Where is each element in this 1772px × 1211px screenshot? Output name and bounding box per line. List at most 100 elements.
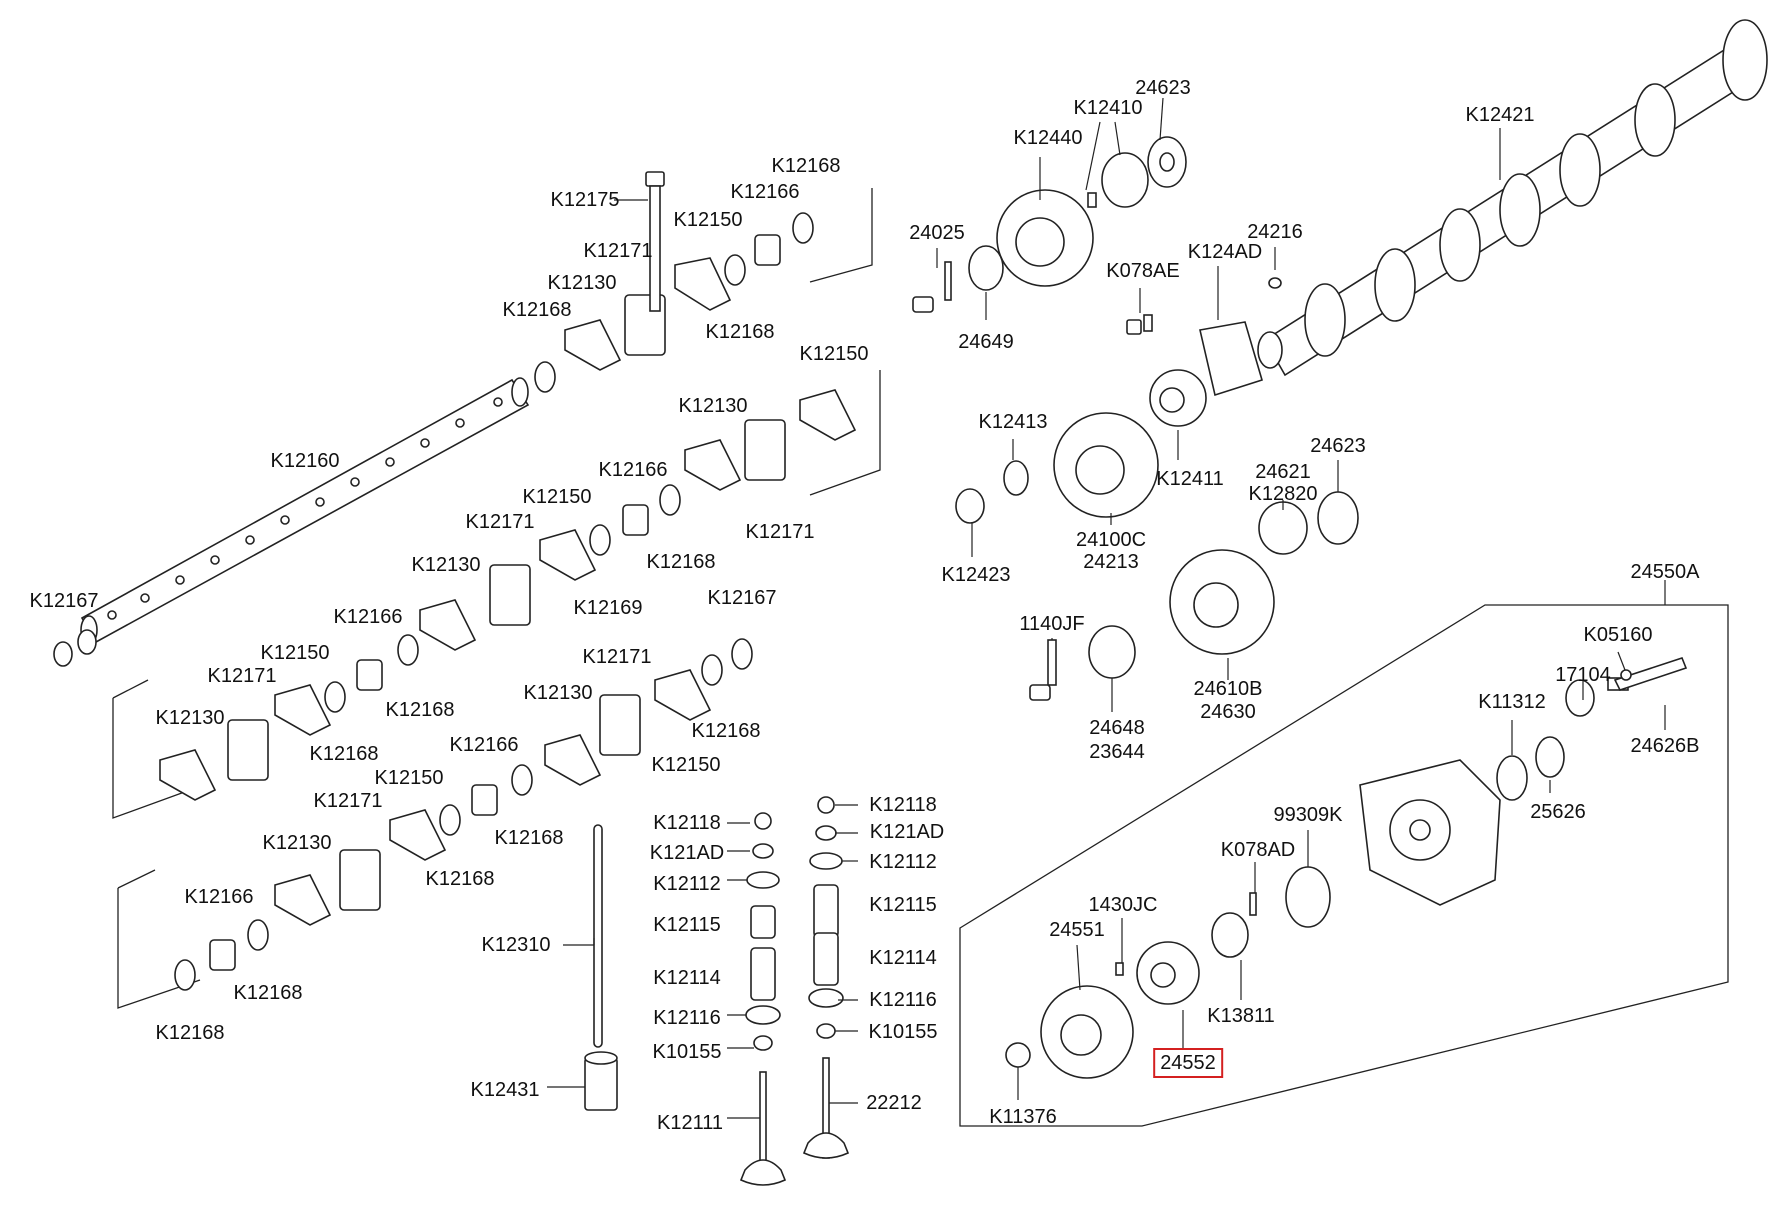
part-label-K12169[interactable]: K12169 [573,597,643,619]
part-label-K12171[interactable]: K12171 [745,521,815,543]
part-label-K12413[interactable]: K12413 [978,411,1048,433]
part-label-K12168[interactable]: K12168 [502,299,572,321]
part-label-22212[interactable]: 22212 [866,1092,922,1114]
part-label-24626B[interactable]: 24626B [1630,735,1700,757]
part-label-K11376[interactable]: K11376 [989,1106,1057,1128]
part-label-K12168[interactable]: K12168 [233,982,303,1004]
rocker-shaft[interactable] [80,377,530,645]
part-label-K12150[interactable]: K12150 [651,754,721,776]
part-label-24100C[interactable]: 24100C [1075,529,1147,551]
rocker-supports[interactable] [227,294,786,911]
part-label-24630[interactable]: 24630 [1200,701,1256,723]
part-label-K12130[interactable]: K12130 [262,832,332,854]
part-label-K12166[interactable]: K12166 [598,459,668,481]
part-label-24551[interactable]: 24551 [1049,919,1105,941]
part-label-K12115-left[interactable]: K12115 [653,914,721,936]
part-label-K12150[interactable]: K12150 [374,767,444,789]
springs-and-rings[interactable] [174,212,814,991]
part-label-K05160[interactable]: K05160 [1583,624,1653,646]
part-label-K12410[interactable]: K12410 [1073,97,1143,119]
part-label-K10155-right[interactable]: K10155 [868,1021,938,1043]
part-label-99309K[interactable]: 99309K [1273,804,1343,826]
part-label-K12116-right[interactable]: K12116 [869,989,937,1011]
part-label-25626[interactable]: 25626 [1530,801,1586,823]
part-label-K12168[interactable]: K12168 [494,827,564,849]
part-label-K078AE[interactable]: K078AE [1106,260,1180,282]
gear-housing[interactable] [1359,759,1501,906]
part-label-24552-selected[interactable]: 24552 [1153,1048,1223,1078]
part-label-24621[interactable]: 24621 [1255,461,1311,483]
part-label-K12166[interactable]: K12166 [184,886,254,908]
part-label-K121AD-right[interactable]: K121AD [869,821,945,843]
part-label-K12150[interactable]: K12150 [260,642,330,664]
part-label-17104[interactable]: 17104 [1555,664,1611,686]
part-label-K12168[interactable]: K12168 [771,155,841,177]
gears[interactable] [996,189,1275,1079]
part-label-K10155-left[interactable]: K10155 [652,1041,722,1063]
part-label-1430JC[interactable]: 1430JC [1088,894,1158,916]
part-label-24623[interactable]: 24623 [1135,77,1191,99]
part-label-K12175[interactable]: K12175 [550,189,620,211]
part-label-K12166[interactable]: K12166 [449,734,519,756]
part-label-K12820[interactable]: K12820 [1248,483,1318,505]
part-label-23644[interactable]: 23644 [1089,741,1145,763]
part-label-24610B[interactable]: 24610B [1193,678,1263,700]
part-label-K12168[interactable]: K12168 [385,699,455,721]
part-label-K12310[interactable]: K12310 [481,934,551,956]
part-label-K12168[interactable]: K12168 [646,551,716,573]
part-label-K12171[interactable]: K12171 [207,665,277,687]
part-label-K12423[interactable]: K12423 [941,564,1011,586]
part-label-K12431[interactable]: K12431 [470,1079,540,1101]
part-label-K12112-right[interactable]: K12112 [869,851,937,873]
part-label-K12112-left[interactable]: K12112 [653,873,721,895]
part-label-K12118-right[interactable]: K12118 [869,794,937,816]
part-label-K12171[interactable]: K12171 [313,790,383,812]
part-label-K12421[interactable]: K12421 [1465,104,1535,126]
part-label-K124AD[interactable]: K124AD [1187,241,1263,263]
part-label-24550A[interactable]: 24550A [1630,561,1700,583]
push-rod[interactable] [584,824,618,1111]
part-label-24216[interactable]: 24216 [1247,221,1303,243]
part-label-K12411[interactable]: K12411 [1156,468,1224,490]
part-label-K12168[interactable]: K12168 [309,743,379,765]
part-label-K12166[interactable]: K12166 [333,606,403,628]
rocker-bolt[interactable] [645,171,665,312]
part-label-K12171[interactable]: K12171 [465,511,535,533]
part-label-K12130[interactable]: K12130 [411,554,481,576]
part-label-1140JF[interactable]: 1140JF [1019,613,1085,635]
part-label-24025[interactable]: 24025 [909,222,965,244]
part-label-K12130[interactable]: K12130 [547,272,617,294]
part-label-K12160[interactable]: K12160 [270,450,340,472]
part-label-K12130[interactable]: K12130 [155,707,225,729]
part-label-K12150[interactable]: K12150 [799,343,869,365]
part-label-K13811[interactable]: K13811 [1207,1005,1275,1027]
part-label-K12168[interactable]: K12168 [425,868,495,890]
part-label-K12150[interactable]: K12150 [673,209,743,231]
part-label-24649[interactable]: 24649 [958,331,1014,353]
part-label-K12440[interactable]: K12440 [1013,127,1083,149]
part-label-K12167[interactable]: K12167 [29,590,99,612]
part-label-K12115-right[interactable]: K12115 [869,894,937,916]
part-label-K12168[interactable]: K12168 [705,321,775,343]
part-label-K12167[interactable]: K12167 [707,587,777,609]
part-label-K12171[interactable]: K12171 [583,240,653,262]
part-label-K12114-left[interactable]: K12114 [653,967,721,989]
part-label-24213[interactable]: 24213 [1083,551,1139,573]
part-label-K12168[interactable]: K12168 [691,720,761,742]
camshaft[interactable] [1257,19,1768,377]
part-label-K12114-right[interactable]: K12114 [869,947,937,969]
washers-and-fasteners[interactable] [912,136,1688,1068]
part-label-K12130[interactable]: K12130 [523,682,593,704]
valve-stack-right[interactable] [802,796,850,1159]
part-label-K121AD-left[interactable]: K121AD [649,842,725,864]
valve-stack-left[interactable] [739,812,787,1186]
part-label-K11312[interactable]: K11312 [1478,691,1546,713]
part-label-K12118-left[interactable]: K12118 [653,812,721,834]
part-label-K12166[interactable]: K12166 [730,181,800,203]
part-label-K12150[interactable]: K12150 [522,486,592,508]
part-label-K12130[interactable]: K12130 [678,395,748,417]
part-label-K078AD[interactable]: K078AD [1220,839,1296,861]
part-label-K12111[interactable]: K12111 [657,1112,723,1134]
part-label-K12168[interactable]: K12168 [155,1022,225,1044]
part-label-K12171[interactable]: K12171 [582,646,652,668]
